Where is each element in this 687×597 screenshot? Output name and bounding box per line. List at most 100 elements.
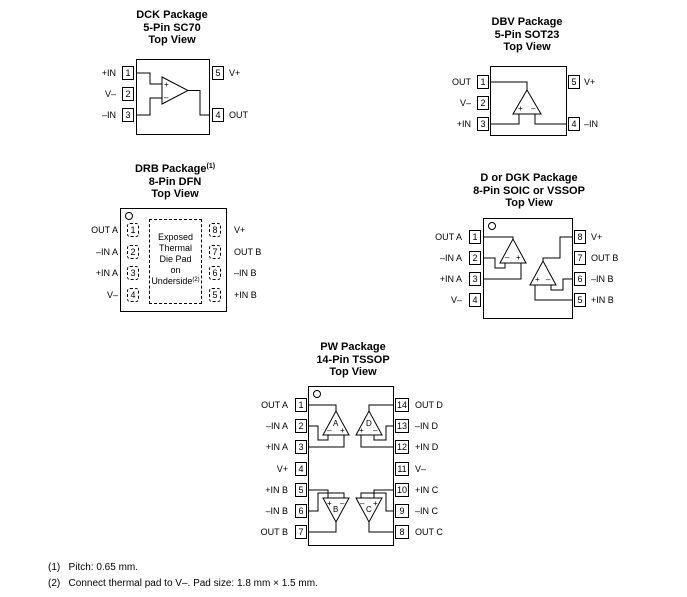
dck-pin-4: 4 (212, 108, 224, 122)
dck-label-v-plus: V+ (229, 68, 241, 78)
dck-pin-2: 2 (122, 87, 134, 101)
dbv-label-in-plus: +IN (456, 119, 471, 129)
pw-amp-d-letter: D (366, 419, 372, 428)
dck-amp-minus-sign: – (164, 93, 169, 102)
dck-title: DCK Package 5-Pin SC70 Top View (127, 9, 217, 47)
pw-pin-3: 3 (295, 440, 307, 454)
pw-pin-12: 12 (395, 440, 409, 454)
pw-label-in-plus-a: +IN A (265, 442, 288, 452)
drb-title-note: (1) (206, 163, 216, 170)
drb-label-out-b: OUT B (234, 247, 262, 257)
pw-amp-d-minus-sign: – (373, 426, 378, 435)
dck-pin-3: 3 (122, 108, 134, 122)
pw-amp-a-minus-sign: – (327, 426, 332, 435)
pw-label-v-plus: V+ (276, 464, 288, 474)
dck-pin-5: 5 (212, 66, 224, 80)
drb-title-name: DRB Package (134, 163, 207, 175)
drb-label-v-plus: V+ (234, 225, 246, 235)
dgk-label-in-minus-a: –IN A (439, 253, 462, 263)
pw-pin-5: 5 (295, 483, 307, 497)
drb-thermal-pad: Exposed Thermal Die Pad on Underside(2) (149, 219, 202, 304)
pw-pin-7: 7 (295, 525, 307, 539)
pw-label-in-minus-c: –IN C (415, 506, 439, 516)
drb-title-name-line: DRB Package(1) (125, 163, 225, 176)
dck-title-view: Top View (148, 34, 196, 46)
dbv-label-v-plus: V+ (584, 77, 596, 87)
pw-pin-11: 11 (395, 462, 409, 476)
pw-package-body (308, 386, 394, 546)
pw-label-v-minus: V– (415, 464, 427, 474)
dck-title-name: DCK Package (136, 9, 208, 21)
drb-label-in-minus-b: –IN B (234, 268, 257, 278)
pw-pin-10: 10 (395, 483, 409, 497)
dbv-label-out: OUT (452, 77, 471, 87)
pw-label-in-minus-a: –IN A (265, 421, 288, 431)
drb-pin-2: 2 (127, 245, 139, 259)
pw-pin-8: 8 (395, 525, 409, 539)
pw-pin-2: 2 (295, 419, 307, 433)
dck-label-out: OUT (229, 110, 248, 120)
pw-title-name: PW Package (320, 341, 386, 353)
pw-pin-14: 14 (395, 398, 409, 412)
dgk-label-in-plus-a: +IN A (439, 274, 462, 284)
pw-pin-13: 13 (395, 419, 409, 433)
pw-amp-b-plus-sign: + (327, 499, 332, 508)
pw-amp-d-plus-sign: + (359, 426, 364, 435)
drb-label-out-a: OUT A (91, 225, 118, 235)
pw-amp-c-minus-sign: – (360, 499, 365, 508)
dbv-pin-3: 3 (477, 117, 489, 131)
drb-label-v-minus: V– (106, 290, 118, 300)
pw-amp-a-plus-sign: + (340, 426, 345, 435)
dbv-title-name: DBV Package (491, 16, 563, 28)
dbv-title: DBV Package 5-Pin SOT23 Top View (482, 16, 572, 54)
drb-title-pins: 8-Pin DFN (148, 175, 202, 188)
dgk-package-body (483, 218, 573, 319)
dgk-pin-6: 6 (574, 272, 586, 286)
drb-pin-1: 1 (127, 223, 139, 237)
pw-pin-1: 1 (295, 398, 307, 412)
pw-label-in-minus-d: –IN D (415, 421, 439, 431)
dbv-label-v-minus: V– (459, 98, 471, 108)
dbv-amp-plus-sign: + (518, 104, 523, 113)
drb-pad-text-5-line: Underside(2) (150, 276, 201, 287)
pw-label-out-d: OUT D (415, 400, 443, 410)
dgk-pin1-marker (488, 222, 496, 230)
dgk-pin-7: 7 (574, 251, 586, 265)
dbv-package-body (490, 66, 567, 136)
drb-pin-3: 3 (127, 266, 139, 280)
dgk-label-in-plus-b: +IN B (591, 295, 614, 305)
dck-label-v-minus: V– (104, 89, 116, 99)
dbv-title-pins: 5-Pin SOT23 (494, 28, 560, 41)
dbv-label-in-minus: –IN (584, 119, 599, 129)
dgk-pin-5: 5 (574, 293, 586, 307)
footnote-1: (1) Pitch: 0.65 mm. (48, 562, 139, 573)
dgk-label-in-minus-b: –IN B (591, 274, 614, 284)
dbv-amp-minus-sign: – (531, 104, 536, 113)
pw-amp-b-letter: B (333, 505, 339, 514)
pw-label-out-a: OUT A (261, 400, 288, 410)
drb-pad-text-2: Thermal (158, 243, 192, 253)
drb-pin-5: 5 (209, 288, 221, 302)
dgk-pin-3: 3 (469, 272, 481, 286)
pw-title: PW Package 14-Pin TSSOP Top View (303, 341, 403, 379)
dbv-title-view: Top View (503, 41, 551, 53)
dck-label-in-minus: –IN (101, 110, 116, 120)
pw-pin1-marker (313, 390, 321, 398)
dgk-label-v-minus: V– (450, 295, 462, 305)
pw-title-view: Top View (329, 366, 377, 378)
dgk-amp-b-minus-sign: – (546, 275, 551, 284)
drb-pad-note: (2) (192, 277, 200, 283)
dck-title-pins: 5-Pin SC70 (143, 21, 201, 34)
dgk-label-v-plus: V+ (591, 232, 603, 242)
pw-amp-c-letter: C (366, 505, 372, 514)
drb-title-view: Top View (151, 188, 199, 200)
dgk-title-name: D or DGK Package (480, 172, 578, 184)
dgk-pin-8: 8 (574, 230, 586, 244)
pw-label-out-c: OUT C (415, 527, 443, 537)
dgk-pin-4: 4 (469, 293, 481, 307)
drb-label-in-minus-a: –IN A (95, 247, 118, 257)
dgk-title-pins: 8-Pin SOIC or VSSOP (473, 184, 585, 197)
pw-title-pins: 14-Pin TSSOP (316, 353, 390, 366)
dbv-pin-2: 2 (477, 96, 489, 110)
drb-title: DRB Package(1) 8-Pin DFN Top View (125, 163, 225, 201)
